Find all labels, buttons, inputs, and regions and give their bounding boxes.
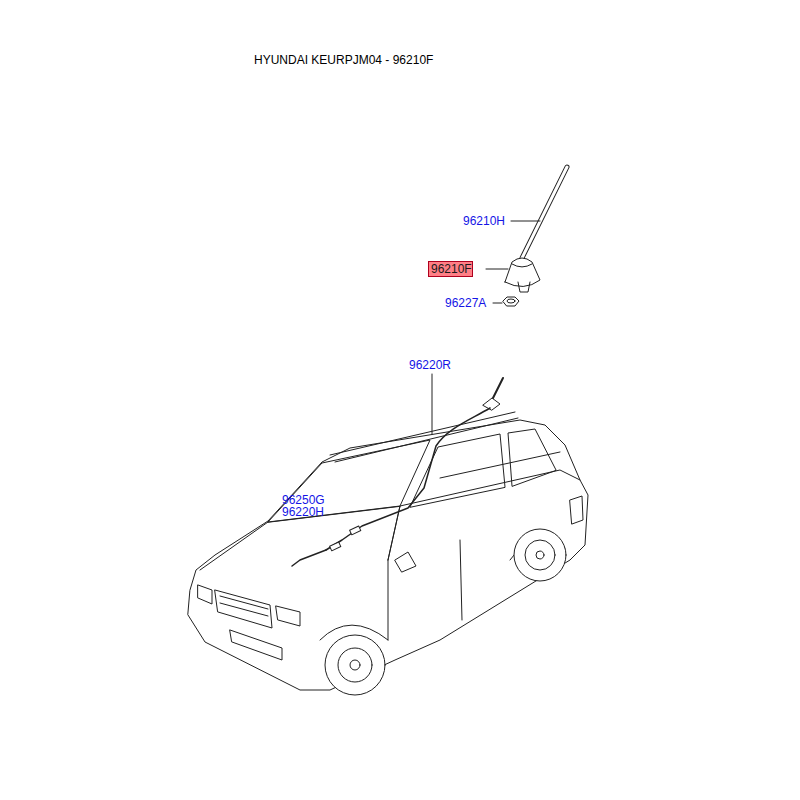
- antenna-mast: [522, 167, 567, 258]
- car-body: [188, 412, 588, 690]
- callout-number: 96220R: [409, 358, 451, 372]
- leader-line: [486, 269, 508, 270]
- part-number: 96210F: [431, 262, 470, 276]
- leader-line: [511, 221, 540, 222]
- callout-number: 96227A: [445, 296, 486, 310]
- nut: [503, 297, 519, 306]
- callout-number: 96210H: [463, 214, 505, 228]
- leader-line: [493, 303, 502, 304]
- part-number-box: 96210F: [428, 261, 473, 277]
- callout-number: 96220H: [282, 505, 324, 519]
- antenna-cable: [326, 408, 490, 550]
- car-wheel: [325, 529, 566, 695]
- antenna-base: [505, 258, 540, 287]
- diagram-title: HYUNDAI KEURPJM04 - 96210F: [254, 53, 433, 67]
- callout-number: 96250G: [282, 493, 325, 507]
